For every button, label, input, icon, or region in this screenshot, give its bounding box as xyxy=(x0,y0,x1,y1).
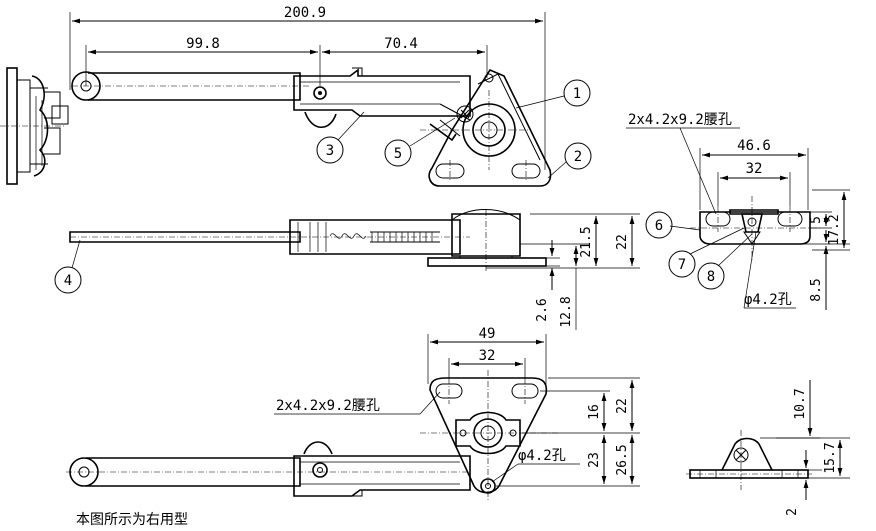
dim-10-7: 10.7 xyxy=(760,380,820,439)
dim-label-detail-h1: 5 xyxy=(809,216,824,224)
dim-label-bottom-h1: 16 xyxy=(587,404,602,420)
channel-arm xyxy=(293,67,471,129)
balloon-1: 1 xyxy=(515,79,591,109)
svg-text:4: 4 xyxy=(64,273,72,289)
dim-bottom-vertical: 16 22 23 26.5 xyxy=(496,377,640,487)
dim-label-side-v2: 12.8 xyxy=(559,296,574,327)
note-slot-bottom: 2x4.2x9.2腰孔 xyxy=(274,391,441,415)
dim-label-bottom-h3: 23 xyxy=(587,452,602,468)
detail-view: 46.6 32 5 17.2 8.5 xyxy=(626,112,850,310)
svg-text:φ4.2孔: φ4.2孔 xyxy=(518,448,566,464)
long-arm xyxy=(71,71,310,101)
dim-label-bottom-w2: 32 xyxy=(479,348,496,364)
dim-label-bottom-w1: 49 xyxy=(479,326,496,342)
dim-label-side-h1: 21.5 xyxy=(579,226,594,257)
svg-text:7: 7 xyxy=(678,257,686,273)
dim-label-small-h3: 2 xyxy=(785,508,800,516)
top-view: 200.9 99.8 70.4 1 2 3 xyxy=(0,5,592,187)
balloon-4: 4 xyxy=(54,239,82,294)
svg-text:1: 1 xyxy=(573,86,581,102)
dim-2-small: 2 xyxy=(785,450,822,516)
dim-70-4: 70.4 xyxy=(322,36,488,78)
dim-32-detail: 32 xyxy=(717,161,791,206)
dim-label-side-v1: 2.6 xyxy=(535,298,550,321)
dim-label-detail-h3: 8.5 xyxy=(809,278,824,301)
svg-text:2x4.2x9.2腰孔: 2x4.2x9.2腰孔 xyxy=(628,112,732,128)
svg-text:6: 6 xyxy=(655,218,663,234)
balloon-3: 3 xyxy=(316,111,365,164)
note-hole-bottom: φ4.2孔 xyxy=(491,448,580,483)
dim-12-8: 12.8 xyxy=(520,243,590,330)
dim-22-side: 22 xyxy=(615,216,635,266)
svg-text:8: 8 xyxy=(707,269,715,285)
dim-17-2: 17.2 xyxy=(812,189,850,251)
dim-label-small-h1: 10.7 xyxy=(793,388,808,419)
balloon-8: 8 xyxy=(697,233,753,290)
dim-99-8: 99.8 xyxy=(85,36,321,86)
svg-text:3: 3 xyxy=(326,143,334,159)
wall-bracket xyxy=(0,67,69,185)
balloon-7: 7 xyxy=(668,227,745,278)
dim-8-5: 8.5 xyxy=(760,230,850,310)
dim-32-bottom: 32 xyxy=(448,348,526,378)
dim-label-bottom-h4: 26.5 xyxy=(615,444,630,475)
bottom-view: 49 32 16 22 23 26.5 2x4.2x9.2腰孔 xyxy=(66,326,640,500)
dim-label-right: 70.4 xyxy=(384,36,418,52)
balloon-5: 5 xyxy=(384,117,456,167)
svg-text:5: 5 xyxy=(394,146,402,162)
dim-label-side-h2: 22 xyxy=(615,234,630,250)
dim-label-detail-w2: 32 xyxy=(746,161,763,177)
balloon-2: 2 xyxy=(547,142,592,179)
dim-49: 49 xyxy=(427,326,547,392)
dim-5: 5 xyxy=(809,211,832,229)
note-hole-detail: φ4.2孔 xyxy=(743,231,796,309)
dim-2-6: 2.6 xyxy=(535,240,560,322)
dim-21-5: 21.5 xyxy=(486,213,640,269)
svg-text:2: 2 xyxy=(574,149,582,165)
small-bracket-view: 10.7 15.7 2 xyxy=(686,380,850,516)
caption: 本图所示为右用型 xyxy=(76,512,188,528)
dim-label-detail-w1: 46.6 xyxy=(737,138,771,154)
balloon-6: 6 xyxy=(645,211,701,239)
svg-text:φ4.2孔: φ4.2孔 xyxy=(744,292,792,308)
svg-text:2x4.2x9.2腰孔: 2x4.2x9.2腰孔 xyxy=(276,398,380,414)
dim-label-detail-h2: 17.2 xyxy=(827,214,842,245)
dim-label-bottom-h2: 22 xyxy=(615,398,630,414)
dim-label-small-h2: 15.7 xyxy=(823,442,838,473)
dim-200-9: 200.9 xyxy=(69,5,546,170)
dim-label-left: 99.8 xyxy=(186,36,220,52)
side-view: 21.5 22 2.6 12.8 4 xyxy=(54,209,640,330)
note-slot-top: 2x4.2x9.2腰孔 xyxy=(626,112,740,215)
dim-15-7: 15.7 xyxy=(776,437,850,479)
dim-46-6: 46.6 xyxy=(699,138,809,210)
dim-label-total: 200.9 xyxy=(284,5,326,21)
